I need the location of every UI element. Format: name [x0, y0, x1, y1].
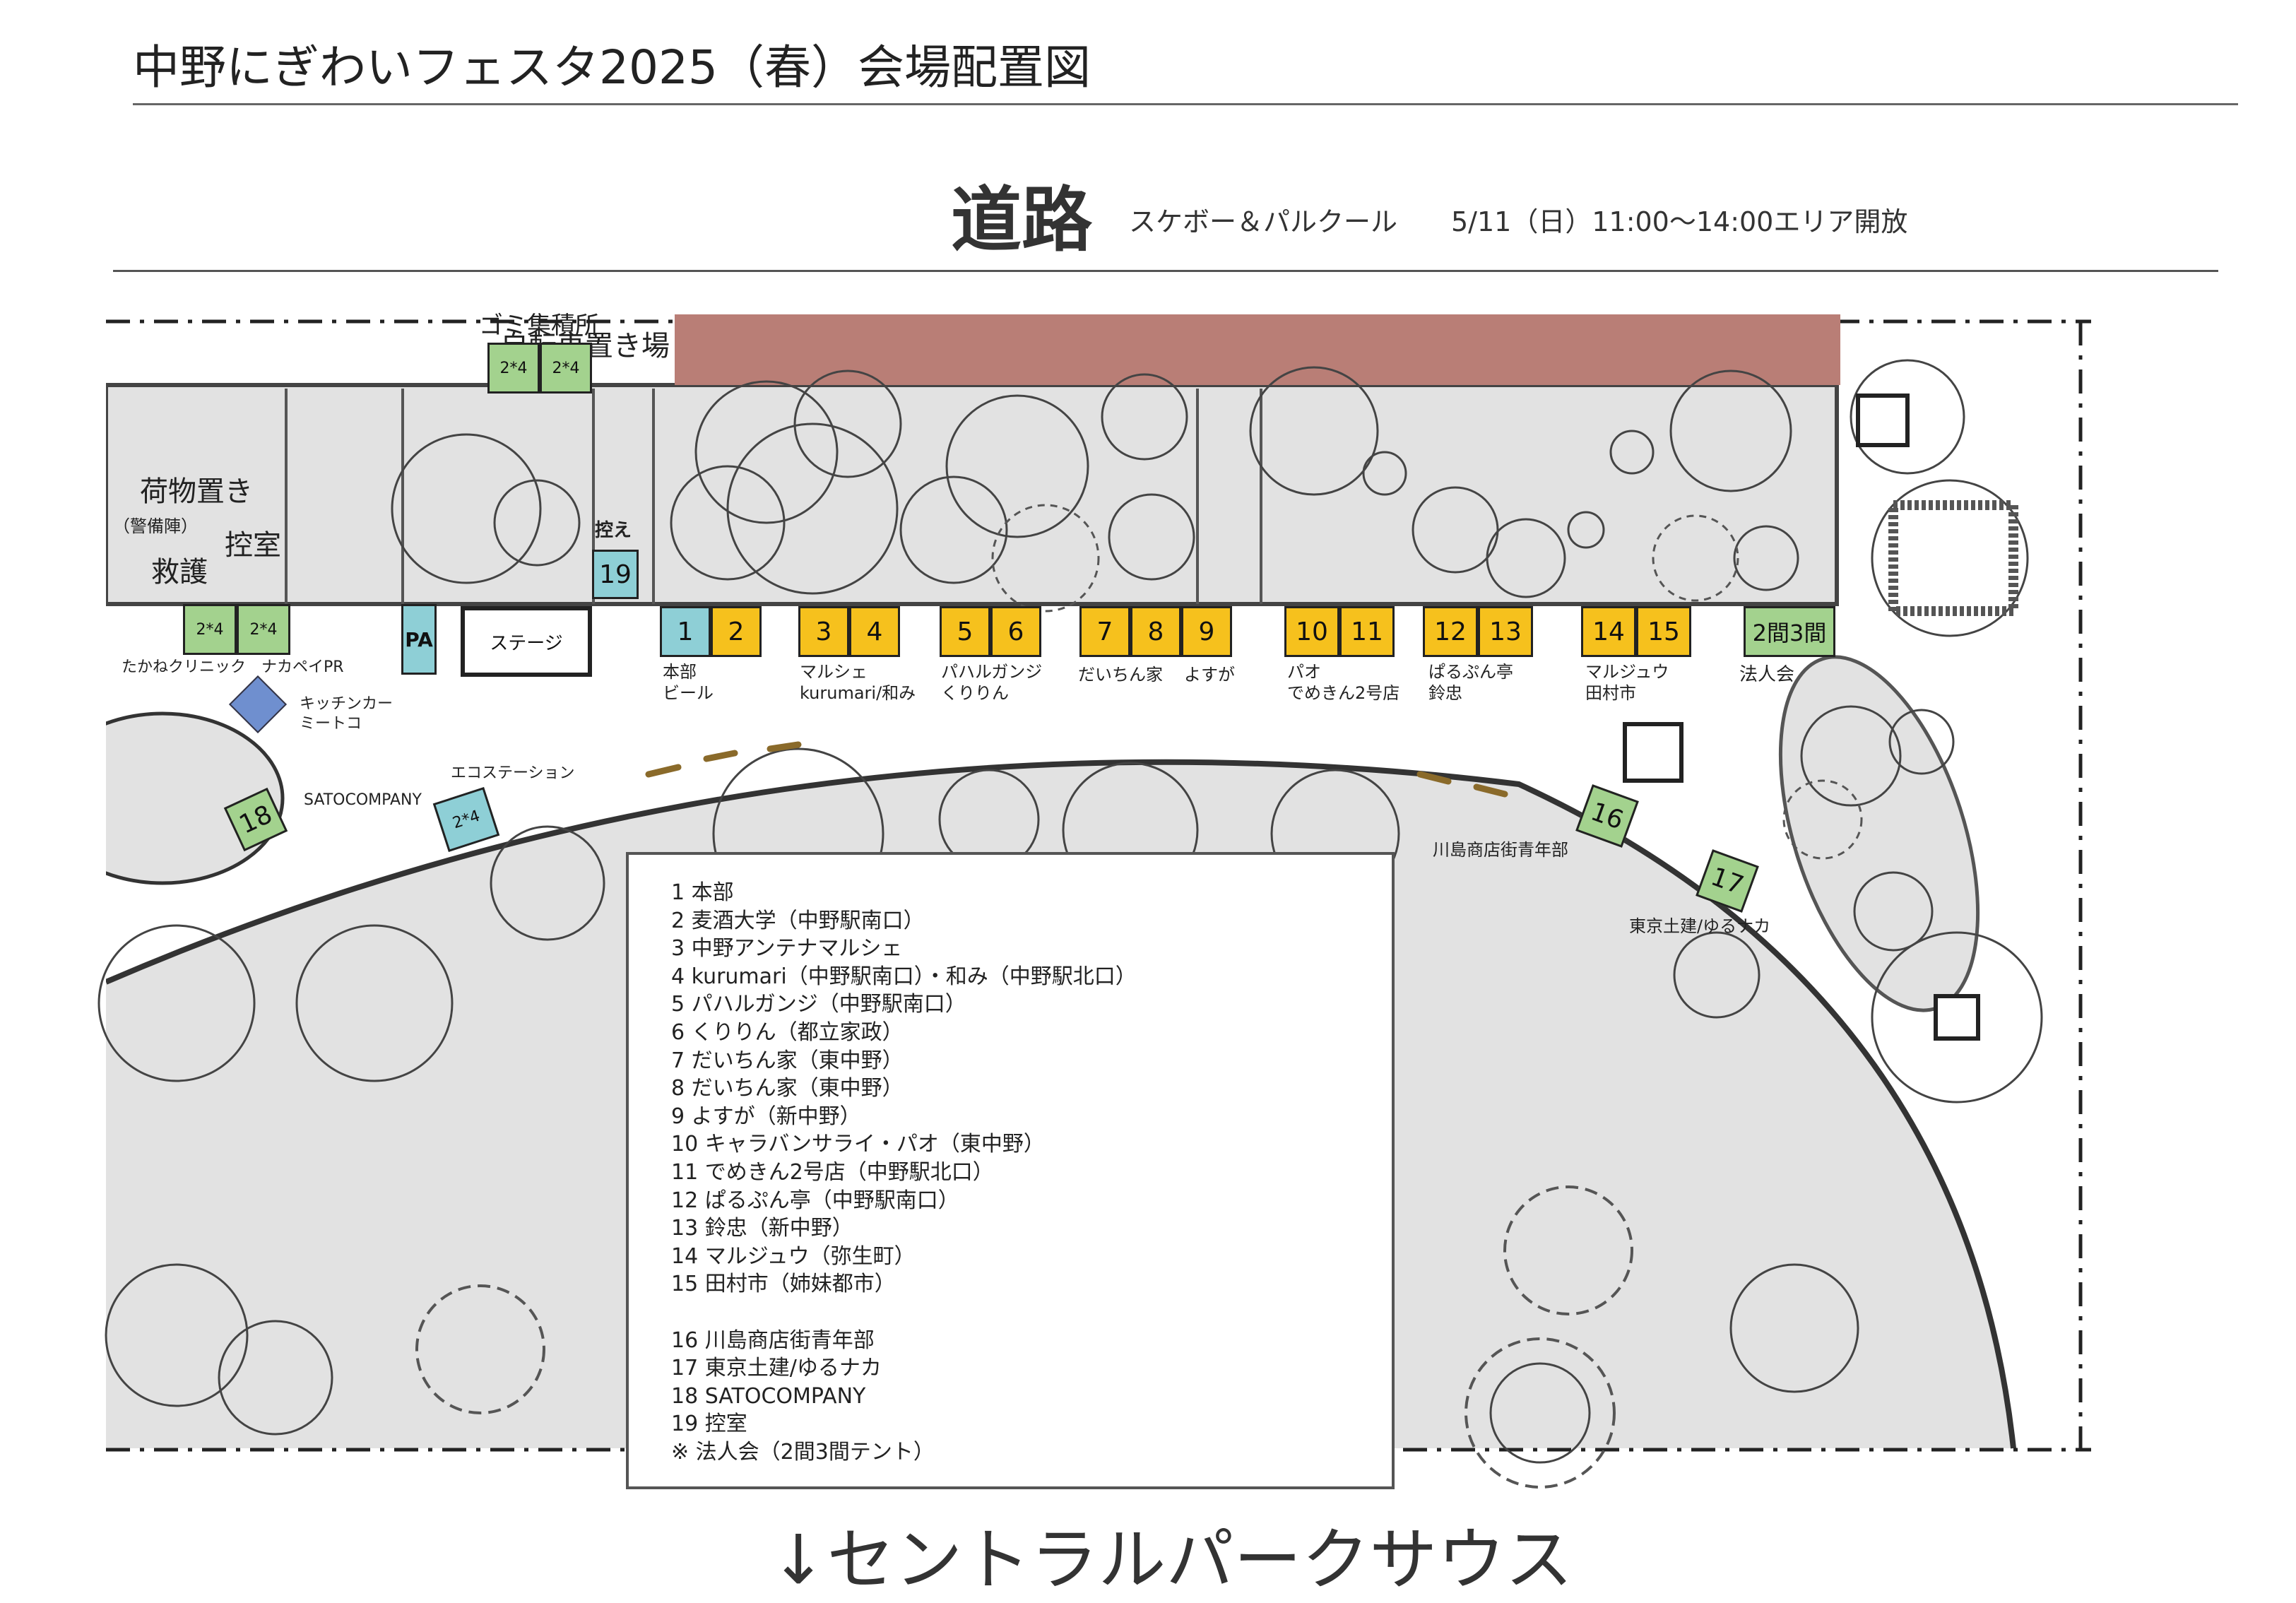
booth-6[interactable]: 6 — [990, 606, 1041, 657]
label-1213b: 鈴忠 — [1428, 683, 1462, 703]
label-tokyo: 東京土建/ゆるナカ — [1629, 916, 1771, 936]
booth-2[interactable]: 2 — [711, 606, 762, 657]
south-direction-label: ↓セントラルパークサウス — [770, 1520, 1573, 1599]
legend-item: 3 中野アンテナマルシェ — [671, 936, 903, 962]
booth-nakapei[interactable]: 2*4 — [237, 604, 290, 655]
label-1011: パオ — [1287, 662, 1321, 682]
label-34b: kurumari/和み — [800, 683, 916, 703]
park-edge — [106, 759, 2016, 1449]
booth-13[interactable]: 13 — [1478, 606, 1533, 657]
legend-item: 9 よすが（新中野） — [671, 1104, 861, 1129]
label-eco: エコステーション — [451, 764, 575, 782]
legend-item: 15 田村市（姉妹都市） — [671, 1272, 896, 1297]
booth-3[interactable]: 3 — [798, 606, 849, 657]
booth-4[interactable]: 4 — [849, 606, 900, 657]
legend-item: 4 kurumari（中野駅南口）・和み（中野駅北口） — [671, 964, 1137, 989]
label-34: マルシェ — [800, 662, 868, 682]
booth-1[interactable]: 1 — [660, 606, 711, 657]
luggage-label: 荷物置き — [140, 475, 253, 508]
label-kitchen-b: ミートコ — [300, 715, 362, 733]
legend-item: 18 SATOCOMPANY — [671, 1383, 866, 1409]
legend-item: 16 川島商店街青年部 — [671, 1327, 875, 1353]
label-1415: マルジュウ — [1585, 662, 1669, 682]
stage[interactable]: ステージ — [461, 606, 592, 677]
legend-item: 11 でめきん2号店（中野駅北口） — [671, 1159, 994, 1185]
pa-booth[interactable]: PA — [401, 604, 437, 675]
label-tent: 法人会 — [1739, 664, 1795, 685]
page-title: 中野にぎわいフェスタ2025（春）会場配置図 — [133, 40, 1091, 95]
legend-item — [671, 1299, 1392, 1327]
label-1213: ぱるぷん亭 — [1428, 662, 1513, 682]
legend-item: 14 マルジュウ（弥生町） — [671, 1243, 916, 1269]
booth-12[interactable]: 12 — [1423, 606, 1478, 657]
booth-7[interactable]: 7 — [1079, 606, 1130, 657]
title-divider — [133, 103, 2238, 105]
legend-item: 1 本部 — [671, 880, 734, 905]
label-sato: SATOCOMPANY — [304, 791, 422, 809]
legend-item: 19 控室 — [671, 1412, 747, 1437]
label-kawashima: 川島商店街青年部 — [1433, 840, 1568, 860]
legend-item: 17 東京土建/ゆるナカ — [671, 1356, 882, 1381]
first-aid-label: 救護 — [151, 556, 208, 588]
booth-garbage-b[interactable]: 2*4 — [540, 343, 592, 394]
label-56b: くりりん — [941, 683, 1009, 703]
booth-8[interactable]: 8 — [1130, 606, 1181, 657]
label-clinic: たかねクリニック ナカペイPR — [122, 658, 344, 676]
road-divider — [113, 270, 2218, 272]
left-planter — [106, 711, 285, 885]
booth-9[interactable]: 9 — [1181, 606, 1232, 657]
tent-booth[interactable]: 2間3間 — [1744, 606, 1835, 657]
label-kitchen: キッチンカー — [300, 695, 393, 713]
luggage-sub-label: （警備陣） — [113, 516, 198, 536]
road-label: 道路 — [951, 179, 1092, 261]
label-1b: ビール — [663, 683, 714, 703]
legend-item: 5 パハルガンジ（中野駅南口） — [671, 992, 966, 1017]
legend-item: 12 ぱるぷん亭（中野駅南口） — [671, 1188, 959, 1213]
label-56: パハルガンジ — [941, 662, 1043, 682]
booth-clinic[interactable]: 2*4 — [183, 604, 237, 655]
legend-item: ※ 法人会（2間3間テント） — [671, 1439, 935, 1465]
label-78: だいちん家 — [1078, 665, 1163, 685]
booth-garbage-a[interactable]: 2*4 — [487, 343, 540, 394]
upper-plaza — [106, 383, 1839, 606]
legend-item: 6 くりりん（都立家政） — [671, 1019, 904, 1045]
bicycle-parking-area — [675, 314, 1840, 385]
booth-14[interactable]: 14 — [1581, 606, 1636, 657]
legend-item: 7 だいちん家（東中野） — [671, 1048, 904, 1073]
legend-item: 8 だいちん家（東中野） — [671, 1076, 904, 1101]
garbage-label: ゴミ集積所 — [479, 312, 599, 340]
label-1415b: 田村市 — [1585, 683, 1636, 703]
legend-item: 10 キャラバンサライ・パオ（東中野） — [671, 1132, 1045, 1157]
green-room-label: 控室 — [225, 529, 281, 562]
road-note: スケボー＆パルクール 5/11（日）11:00〜14:00エリア開放 — [1129, 206, 1908, 237]
booth-5[interactable]: 5 — [940, 606, 990, 657]
legend-item: 13 鈴忠（新中野） — [671, 1216, 853, 1241]
label-9: よすが — [1184, 665, 1235, 685]
reserve-label: 控え — [595, 520, 632, 541]
booth-15[interactable]: 15 — [1636, 606, 1691, 657]
booth-19[interactable]: 19 — [592, 550, 639, 599]
legend-item: 2 麦酒大学（中野駅南口） — [671, 908, 925, 933]
booth-10[interactable]: 10 — [1284, 606, 1339, 657]
booth-11[interactable]: 11 — [1339, 606, 1395, 657]
label-1011b: でめきん2号店 — [1287, 683, 1400, 703]
label-1: 本部 — [663, 662, 697, 682]
